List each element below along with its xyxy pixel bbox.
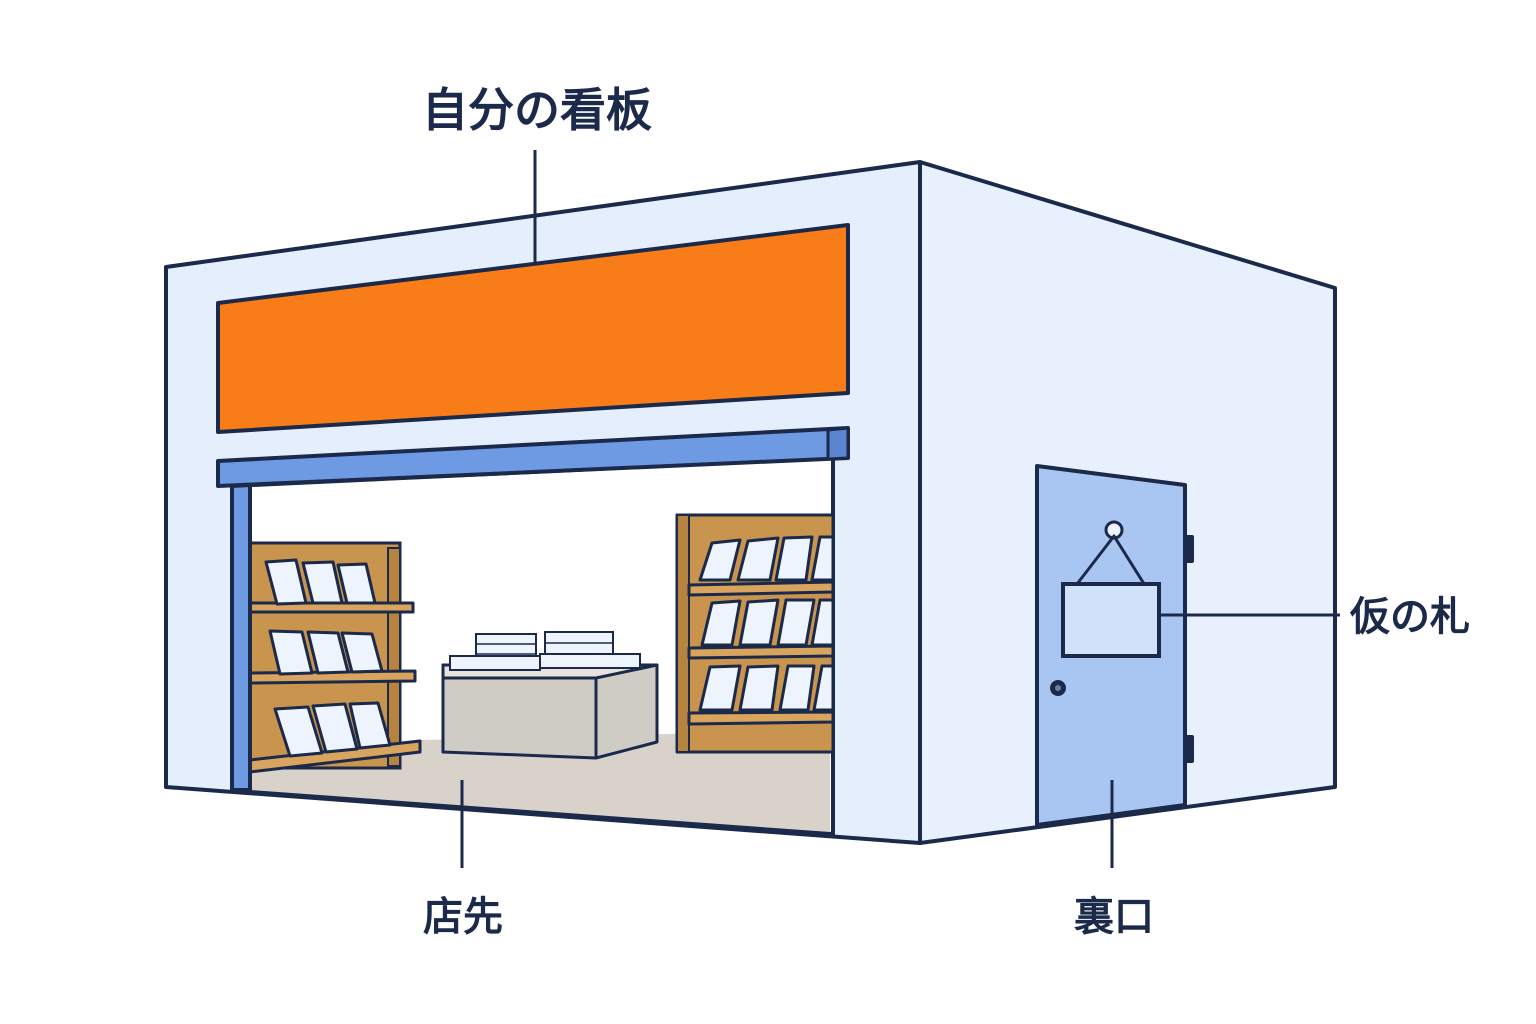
temporary-tag-label: 仮の札 xyxy=(1349,594,1470,640)
signboard-label: 自分の看板 xyxy=(422,83,652,137)
orange-signboard xyxy=(216,223,850,434)
back-door-label: 裏口 xyxy=(1074,894,1154,940)
temporary-tag xyxy=(1061,520,1161,658)
right-shelf xyxy=(675,513,835,754)
storefront-label: 店先 xyxy=(423,894,503,940)
left-shelf xyxy=(248,541,422,774)
shutter-rail-end xyxy=(826,426,850,461)
display-table xyxy=(441,631,659,760)
left-pillar xyxy=(230,483,252,792)
